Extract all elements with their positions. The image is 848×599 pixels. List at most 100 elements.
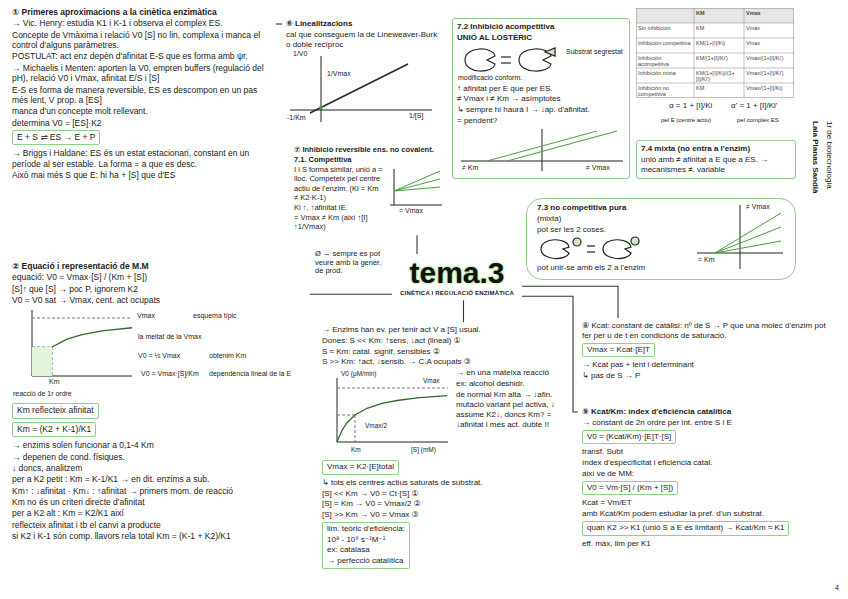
node-text: [S] << Km → V0 = Ct·[S] ① <box>322 489 564 499</box>
table-cell: KM <box>696 85 742 91</box>
node-text: E + S ⇌ ES → E + P <box>17 132 95 142</box>
annotation-label: ≠ Vmax <box>585 164 611 172</box>
node-text: POSTULAT: act enz depèn d'afinitat E-S q… <box>12 51 272 61</box>
node-text: Vmax = Kcat·[E]T <box>587 345 650 355</box>
table-cell: Inhibición acompetitiva <box>638 55 692 67</box>
node-text: Km = (K2 + K-1)/K1 <box>17 424 91 434</box>
annotation-label: 1/V0 <box>292 50 308 58</box>
path-shape <box>465 48 495 70</box>
competitive-plot: = Vmax <box>386 165 444 217</box>
formula-box: V0 = Vm·[S] / (Km + [S]) <box>582 481 678 496</box>
annotation-label: α = 1 + [I]/Ki <box>668 101 713 110</box>
node-text: Vmax = K2·[E]total <box>327 462 394 472</box>
section-group: ⑦ Inhibició reversible ens. no covalent.… <box>290 142 448 235</box>
line-shape <box>636 68 794 69</box>
node-text: V0 = (Kcat/Km)·[E]T·[S] <box>587 432 671 442</box>
annotation-label: reacció de 1r ordre <box>12 390 73 398</box>
node-text: ↳ sempre hi haurà I → ↓ap. d'afinitat. <box>457 105 625 115</box>
line-shape <box>337 388 448 389</box>
section-group: ⑨ Kcat/Km: índex d'eficiència catalítica… <box>578 404 840 552</box>
path-shape <box>545 48 555 56</box>
annotation-label: Ø → sempre es pot veure amb la gener. de… <box>314 250 390 276</box>
rect-shape <box>32 347 52 376</box>
line-shape <box>636 83 794 84</box>
uncompetitive-plot: ≠ Km≠ Vmax <box>457 127 627 175</box>
annotation-label: [S] (mM) <box>410 446 437 453</box>
node-text: ↑ afinitat per E que per ES. <box>457 84 625 94</box>
table-cell: KM(1+[I]/Ki)/(1+[I]/Ki') <box>696 70 742 82</box>
line-shape <box>501 62 511 63</box>
node-text: → perfecció catalítica <box>327 556 405 566</box>
node-text: V0 = V0 sat → Vmax, cent. act ocupats <box>12 295 306 305</box>
annotation-label: obtenim Km <box>208 352 247 360</box>
section-group: ⑧ Kcat: constant de catàlisi: nº de S → … <box>578 318 840 385</box>
line-shape <box>587 252 595 253</box>
annotation-label: Substrat segrestat <box>565 48 627 56</box>
annotation-label: = Vmax <box>398 207 424 215</box>
formula-box: lim. teòric d'eficiència:10⁸ - 10⁹ s⁻¹M⁻… <box>322 522 410 569</box>
node-text: ⑧ Kcat: constant de catàlisi: nº de S → … <box>582 321 836 341</box>
node-text: [S]↑ que [S] → poc P, ignorem K2 <box>12 284 306 294</box>
annotation-label: -1/Km <box>286 114 307 122</box>
node-text: transf. Subt <box>582 447 836 457</box>
annotation-label: pel complex ES <box>736 117 780 124</box>
node-text: amb Kcat/Km podem estudiar la pref. d'un… <box>582 509 836 519</box>
enzyme-cartoon <box>537 235 657 263</box>
line-shape <box>355 415 356 442</box>
section-heading: ⑨ Kcat/Km: índex d'eficiència catalítica <box>582 407 836 417</box>
table-cell: Sin inhibición <box>638 25 692 31</box>
line-shape <box>394 171 440 191</box>
line-shape <box>310 64 408 113</box>
path-shape <box>32 328 132 376</box>
node-text: Concepte de Vmàxima i relació V0 [S] no … <box>12 30 272 51</box>
node-text: quan K2 >> K1 (unió S a E és limitant) →… <box>587 523 784 533</box>
node-text: eff. màx, lim per K1 <box>582 539 836 549</box>
connector <box>310 294 392 295</box>
line-shape <box>636 38 794 39</box>
line-shape <box>636 23 794 24</box>
node-text: Ki ↑, ↑afinitat IE. <box>294 203 444 212</box>
section-heading: UNIÓ AL LOSTÈRIC <box>457 33 625 43</box>
annotation-label: Km <box>48 378 61 386</box>
node-text: → constant de 2n ordre per int. entre S … <box>582 418 836 428</box>
node-text: si K2 i K-1 són comp. llavors rela total… <box>12 531 306 541</box>
line-shape <box>390 205 442 206</box>
node-text: tema.3 <box>394 256 520 289</box>
annotation-label: ≠ Vmax <box>745 203 771 211</box>
table-cell: Inhibición mixta <box>638 70 692 76</box>
annotation-label: = Km <box>697 256 716 264</box>
node-text: 10⁸ - 10⁹ s⁻¹M⁻¹ <box>327 535 405 545</box>
section-heading: ⑦ Inhibició reversible ens. no covalent. <box>294 145 444 154</box>
line-shape <box>507 131 617 161</box>
enzyme-cartoon: modificació conform.Substrat segrestat <box>457 44 627 84</box>
section-group: 7.2 Inhibició acompetitivaUNIÓ AL LOSTÈR… <box>452 18 630 179</box>
table-cell: KM/(1+[I]/Ki') <box>696 55 742 61</box>
node-text: CINÈTICA I REGULACIÓ ENZIMÀTICA <box>394 290 520 297</box>
axes <box>390 169 442 205</box>
node-text: V0 = Vm·[S] / (Km + [S]) <box>587 483 673 493</box>
node-text: → Kcat pas + lent i determinant <box>582 360 836 370</box>
section-group: 7.4 mixta (no entra a l'enzim)unió amb ≠… <box>636 140 796 179</box>
author-note: 1r de biotecnologia <box>825 120 834 190</box>
line-shape <box>694 8 695 98</box>
section-group: ① Primeres aproximacions a la cinètica e… <box>8 4 276 184</box>
annotation-label: V0 = ½ Vmax <box>137 352 181 360</box>
annotation-label: V0 (μM/min) <box>340 370 378 377</box>
node-text: = Vmax ≠ Km (així ↑[I] ↑1/Vmax) <box>294 213 444 231</box>
line-shape <box>715 213 781 253</box>
annotation-label: 1/Vmax <box>326 70 352 78</box>
line-shape <box>337 415 355 416</box>
node-text: → Enzims han ev. per tenir act V a [S] u… <box>322 325 564 335</box>
line-shape <box>394 169 395 205</box>
line-shape <box>697 253 783 254</box>
table-cell: Vmax/(1+[I]/Ki') <box>746 55 792 61</box>
node-text: ≠ Vmax i ≠ Km → asímptotes <box>457 94 625 104</box>
node-text: Km reflecteix afinitat <box>17 405 94 415</box>
table-cell: Inhibición competitiva <box>638 40 692 46</box>
table-cell: Vmax <box>746 10 792 16</box>
annotation-label: Vmax <box>136 312 156 320</box>
line-shape <box>461 160 623 161</box>
section-heading: 7.1. Competitiva <box>294 155 444 164</box>
node-text: → en una mateixa reacció <box>322 368 564 378</box>
circle-shape <box>573 238 581 246</box>
